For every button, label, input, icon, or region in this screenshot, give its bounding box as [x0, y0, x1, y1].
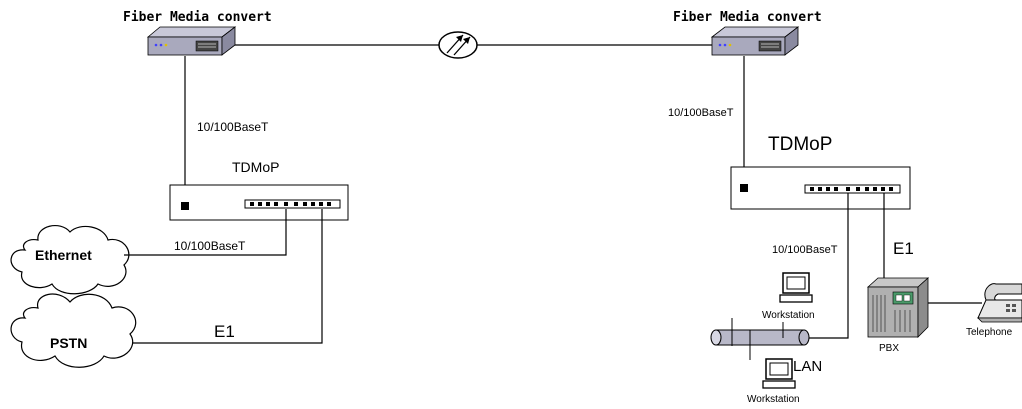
workstation-bottom-label: Workstation	[747, 394, 800, 405]
pbx-icon	[866, 277, 930, 338]
left-tdmop-label: TDMoP	[232, 159, 279, 175]
left-e1-link-label: E1	[214, 322, 235, 341]
left-e1-link	[132, 209, 323, 344]
lan-label: LAN	[793, 358, 822, 375]
right-media-converter-label: Fiber Media convert	[673, 10, 822, 25]
pstn-cloud-icon	[10, 293, 137, 368]
telephone-label: Telephone	[966, 327, 1013, 338]
left-ethernet-link	[124, 209, 287, 256]
right-tdmop-device	[730, 166, 911, 210]
right-lan-link	[800, 193, 849, 339]
left-tdmop-device	[169, 184, 349, 221]
left-media-converter-label: Fiber Media convert	[123, 10, 272, 25]
lan-bus-icon	[710, 318, 810, 360]
left-ethernet-link-label: 10/100BaseT	[174, 239, 246, 253]
right-e1-link-label: E1	[893, 239, 914, 258]
right-lan-link-label: 10/100BaseT	[772, 244, 838, 256]
workstation-top-icon	[779, 272, 813, 303]
left-media-converter-icon	[146, 26, 237, 56]
ethernet-cloud-icon	[10, 224, 130, 295]
workstation-bottom-icon	[762, 358, 796, 389]
ethernet-cloud-label: Ethernet	[35, 247, 92, 263]
pbx-label: PBX	[879, 343, 899, 354]
right-converter-link-label: 10/100BaseT	[668, 107, 734, 119]
telephone-icon	[977, 283, 1022, 323]
pstn-cloud-label: PSTN	[50, 335, 87, 351]
workstation-top-label: Workstation	[762, 310, 815, 321]
fiber-optic-symbol-icon	[438, 31, 478, 59]
right-tdmop-label: TDMoP	[768, 134, 832, 155]
right-media-converter-icon	[710, 26, 800, 56]
left-converter-link-label: 10/100BaseT	[197, 120, 269, 134]
